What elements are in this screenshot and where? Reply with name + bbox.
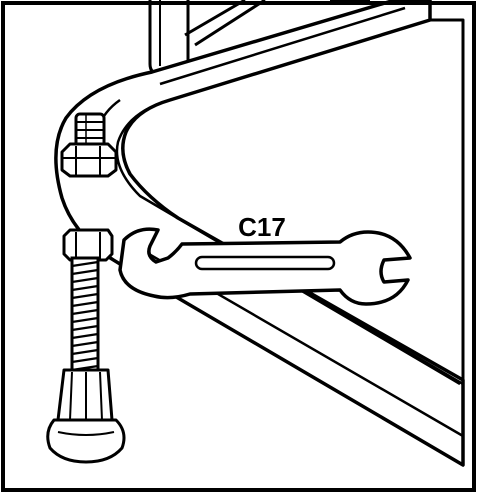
rubber-foot-cap-icon <box>46 368 126 464</box>
frame-tube-icon <box>54 0 465 467</box>
lower-hex-nut <box>62 228 114 262</box>
top-bolt-stub <box>74 112 106 150</box>
part-label: C17 <box>238 212 286 242</box>
back-rail <box>184 0 370 47</box>
open-end-wrench-icon <box>118 227 412 306</box>
hex-nut-icon <box>60 142 118 178</box>
leveling-foot-bolt-icon <box>70 256 100 376</box>
